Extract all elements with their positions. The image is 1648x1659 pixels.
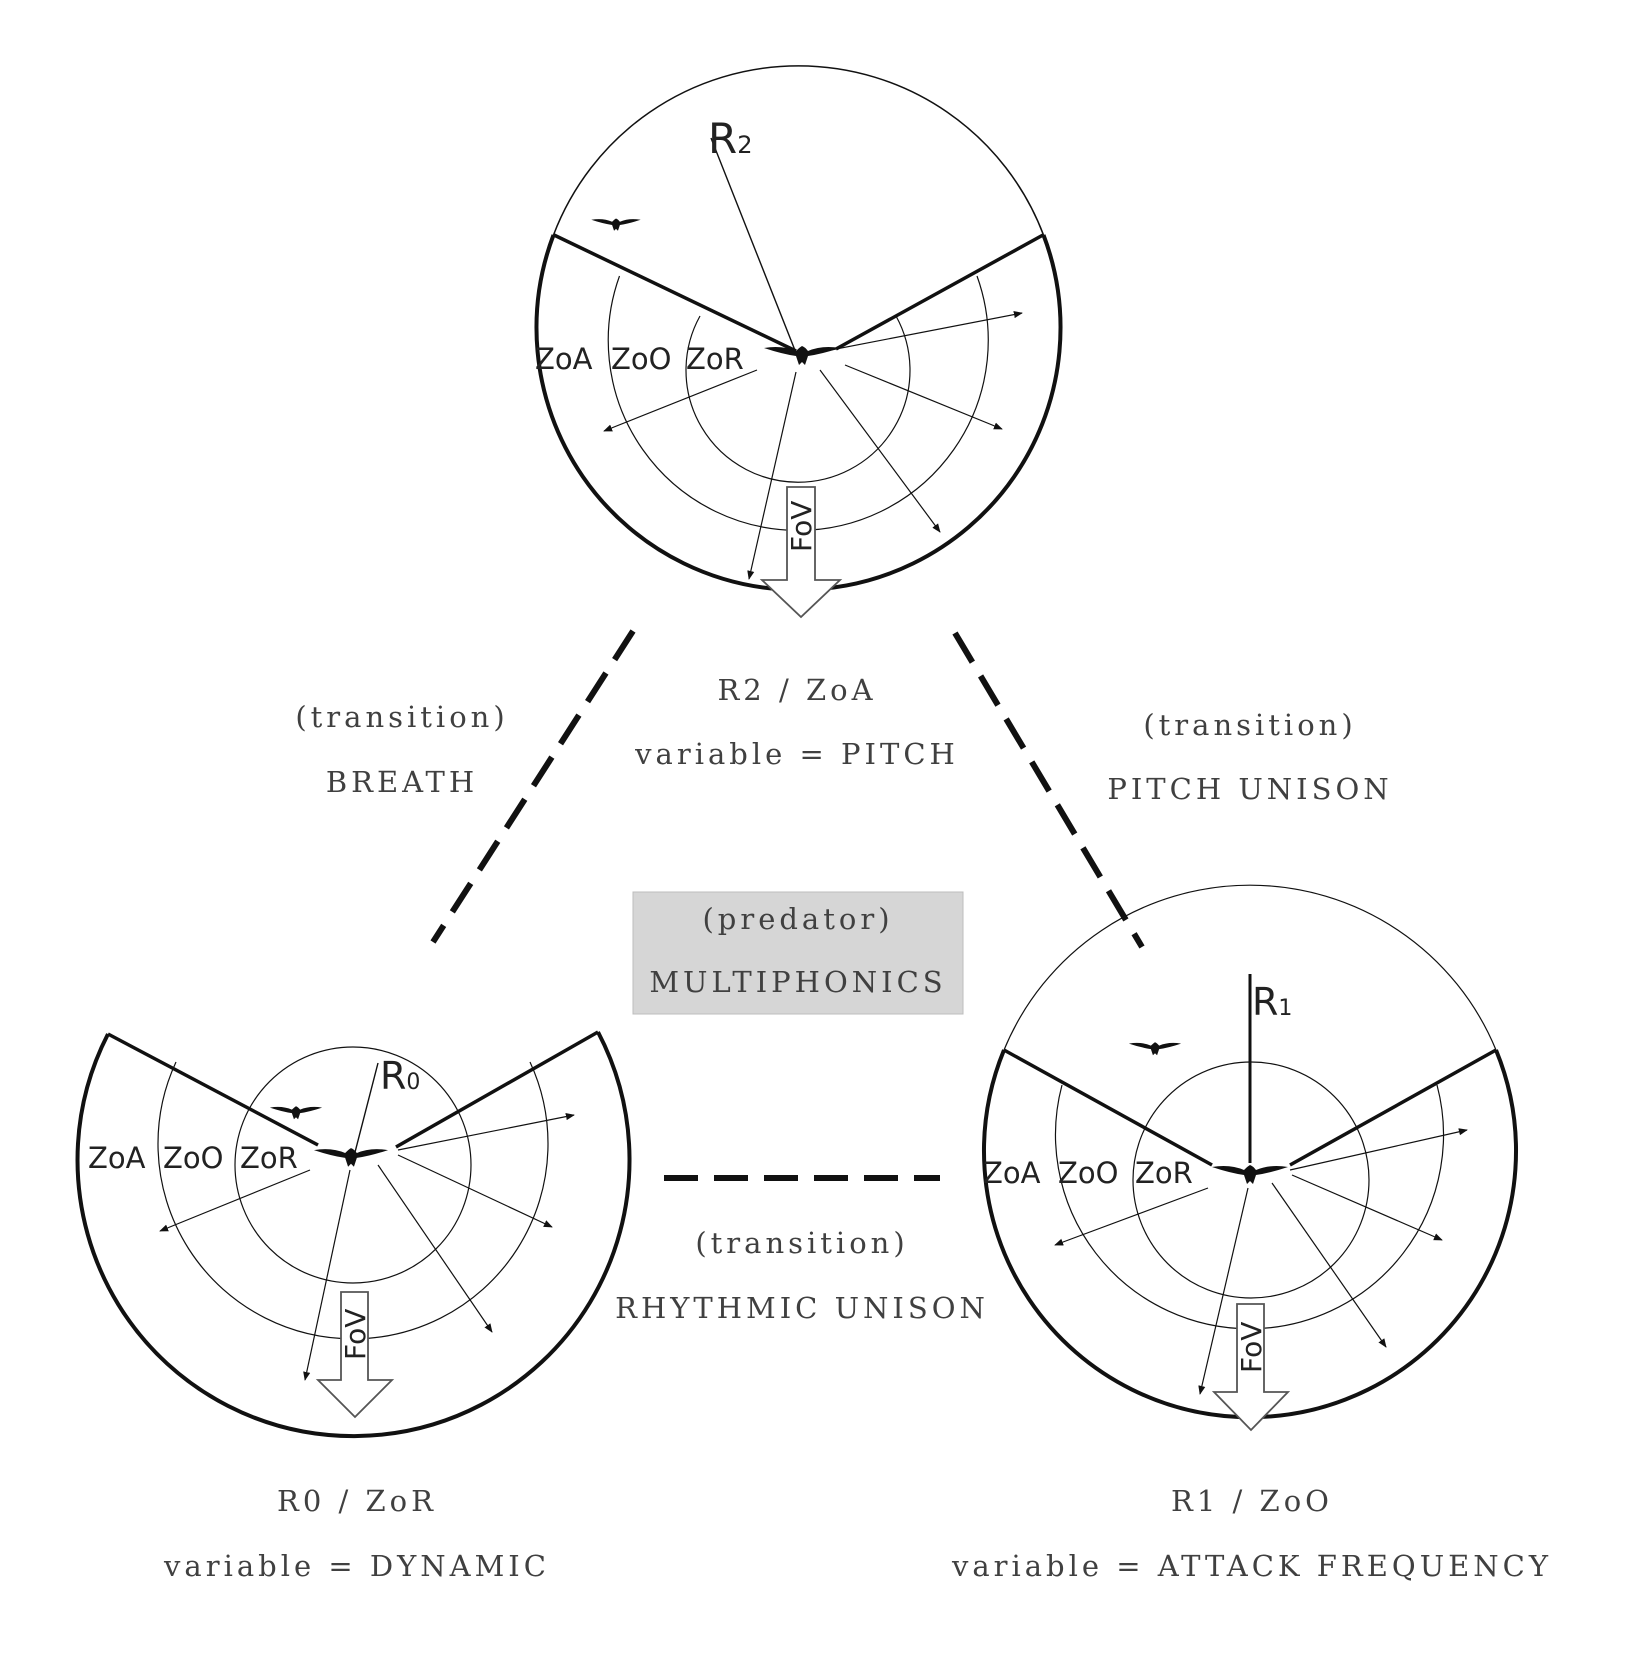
bird-icon bbox=[591, 218, 641, 231]
zoo-label: ZoO bbox=[163, 1141, 223, 1175]
left-transition-line2: BREATH bbox=[326, 765, 478, 799]
diagram-r0: R0 ZoA ZoO ZoR FoV bbox=[75, 1030, 632, 1439]
predator-line1: (predator) bbox=[702, 902, 893, 936]
r0-caption-title: R0 / ZoR bbox=[277, 1484, 437, 1518]
r0-caption-variable: variable = DYNAMIC bbox=[163, 1549, 550, 1583]
right-transition-line2: PITCH UNISON bbox=[1107, 772, 1392, 806]
bird-icon bbox=[764, 346, 840, 365]
zoo-label: ZoO bbox=[611, 342, 671, 376]
bottom-transition-line2: RHYTHMIC UNISON bbox=[615, 1291, 989, 1325]
bottom-transition-line1: (transition) bbox=[695, 1226, 908, 1260]
predator-line2: MULTIPHONICS bbox=[649, 965, 946, 999]
zoo-label: ZoO bbox=[1058, 1156, 1118, 1190]
diagram-r1: R1 ZoA ZoO ZoR FoV bbox=[982, 884, 1518, 1432]
fov-label: FoV bbox=[1235, 1322, 1268, 1373]
radius-label: R0 bbox=[380, 1054, 420, 1098]
zor-label: ZoR bbox=[1135, 1156, 1193, 1190]
zoa-label: ZoA bbox=[535, 342, 593, 376]
left-transition-line1: (transition) bbox=[295, 700, 508, 734]
zor-label: ZoR bbox=[686, 342, 744, 376]
r2-caption-variable: variable = PITCH bbox=[634, 737, 959, 771]
zoa-label: ZoA bbox=[88, 1141, 146, 1175]
radius-label: R2 bbox=[708, 114, 752, 163]
r2-caption-title: R2 / ZoA bbox=[717, 673, 876, 707]
bird-icon bbox=[1128, 1042, 1182, 1056]
radius-label: R1 bbox=[1252, 980, 1292, 1024]
right-transition-line1: (transition) bbox=[1143, 708, 1356, 742]
r1-caption-variable: variable = ATTACK FREQUENCY bbox=[951, 1549, 1552, 1583]
fov-label: FoV bbox=[339, 1309, 372, 1360]
transition-line-left bbox=[430, 629, 636, 944]
zoa-label: ZoA bbox=[983, 1156, 1041, 1190]
bird-icon bbox=[1212, 1165, 1288, 1184]
fov-label: FoV bbox=[785, 501, 818, 552]
bird-icon bbox=[313, 1148, 389, 1167]
bird-icon bbox=[269, 1106, 323, 1120]
r1-caption-title: R1 / ZoO bbox=[1171, 1484, 1333, 1518]
transition-line-right bbox=[952, 631, 1145, 949]
diagram-r2: R2 ZoA ZoO ZoR FoV bbox=[534, 65, 1063, 619]
zor-label: ZoR bbox=[240, 1141, 298, 1175]
predator-box bbox=[632, 891, 964, 1015]
